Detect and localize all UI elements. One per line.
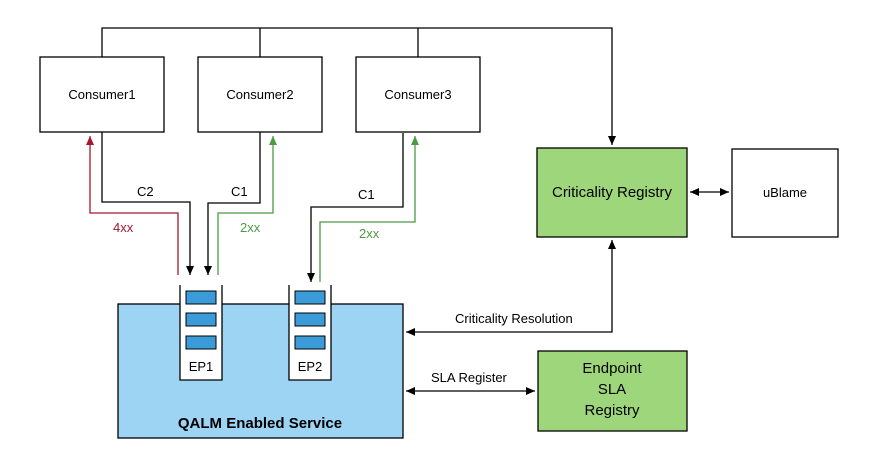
edge-label-4xx: 4xx — [113, 220, 134, 235]
consumer3-node: Consumer3 — [355, 56, 481, 133]
ublame-label: uBlame — [763, 185, 807, 200]
ep2-queue-item — [294, 290, 326, 305]
consumer-bus-connector — [101, 27, 616, 145]
criticality-registry-node: Criticality Registry — [536, 147, 688, 238]
ep1-queue-item — [185, 290, 217, 305]
edge-label-c1-ep1: C1 — [231, 184, 248, 199]
ep1-label: EP1 — [189, 359, 214, 374]
ep2-label: EP2 — [298, 359, 323, 374]
endpoint-sla-registry-label-line1: Endpoint — [582, 360, 642, 377]
consumer1-response-arrow — [86, 136, 179, 275]
consumer3-request-arrow — [307, 133, 404, 282]
consumer1-label: Consumer1 — [68, 87, 135, 102]
service-label: QALM Enabled Service — [178, 415, 342, 432]
criticality-registry-label: Criticality Registry — [552, 184, 673, 201]
consumer1-node: Consumer1 — [39, 56, 165, 133]
ep1-queue-item — [185, 312, 217, 327]
ep1-queue: EP1 — [179, 285, 223, 381]
ublame-node: uBlame — [731, 148, 839, 238]
consumer3-label: Consumer3 — [384, 87, 451, 102]
endpoint-sla-registry-label-line3: Registry — [584, 402, 640, 419]
edge-label-2xx-consumer2: 2xx — [240, 220, 261, 235]
service-node: QALM Enabled Service — [117, 303, 404, 439]
edge-label-c1-ep2: C1 — [358, 187, 375, 202]
consumer1-request-arrow — [101, 132, 194, 275]
endpoint-sla-registry-label-line2: SLA — [598, 381, 626, 398]
edge-label-2xx-consumer3: 2xx — [359, 226, 380, 241]
consumer3-response-arrow — [319, 136, 419, 282]
consumer2-label: Consumer2 — [226, 87, 293, 102]
consumer2-response-arrow — [217, 136, 277, 275]
edge-label-criticality-resolution: Criticality Resolution — [455, 311, 573, 326]
consumer2-request-arrow — [204, 132, 261, 275]
ep2-queue-item — [294, 335, 326, 350]
edge-label-c2: C2 — [137, 184, 154, 199]
ep2-queue-item — [294, 312, 326, 327]
criticality-resolution-connector — [406, 240, 616, 336]
ep1-queue-item — [185, 335, 217, 350]
consumer2-node: Consumer2 — [197, 56, 323, 133]
edge-label-sla-register: SLA Register — [431, 370, 508, 385]
ep2-queue: EP2 — [288, 285, 332, 381]
endpoint-sla-registry-node: Endpoint SLA Registry — [537, 350, 688, 432]
